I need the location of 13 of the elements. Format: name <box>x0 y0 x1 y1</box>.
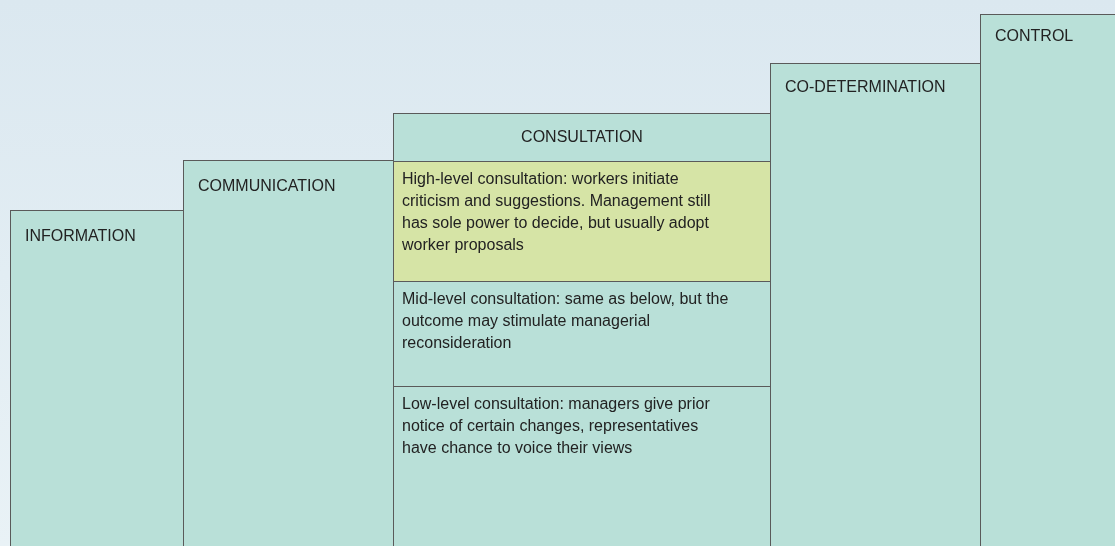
stair-step-column <box>980 14 1115 546</box>
level-description: High-level consultation: workers initiate criticism and suggestions. Management still has sole power to decide, but usually adopt worker proposals <box>402 169 712 255</box>
level-description: Mid-level consultation: same as below, but the outcome may stimulate managerial reconsideration <box>402 289 730 353</box>
level-heading: CO-DETERMINATION <box>785 77 947 97</box>
level-heading: CONSULTATION <box>520 127 644 147</box>
stair-step-column <box>10 210 184 546</box>
level-description: Low-level consultation: managers give prior notice of certain changes, representatives have chance to voice their views <box>402 394 711 458</box>
level-heading: CONTROL <box>995 26 1075 46</box>
level-heading: INFORMATION <box>25 226 137 246</box>
consultation-level-box <box>393 161 771 282</box>
stair-step-column <box>183 160 394 546</box>
level-heading: COMMUNICATION <box>198 176 337 196</box>
stair-step-column <box>770 63 981 546</box>
